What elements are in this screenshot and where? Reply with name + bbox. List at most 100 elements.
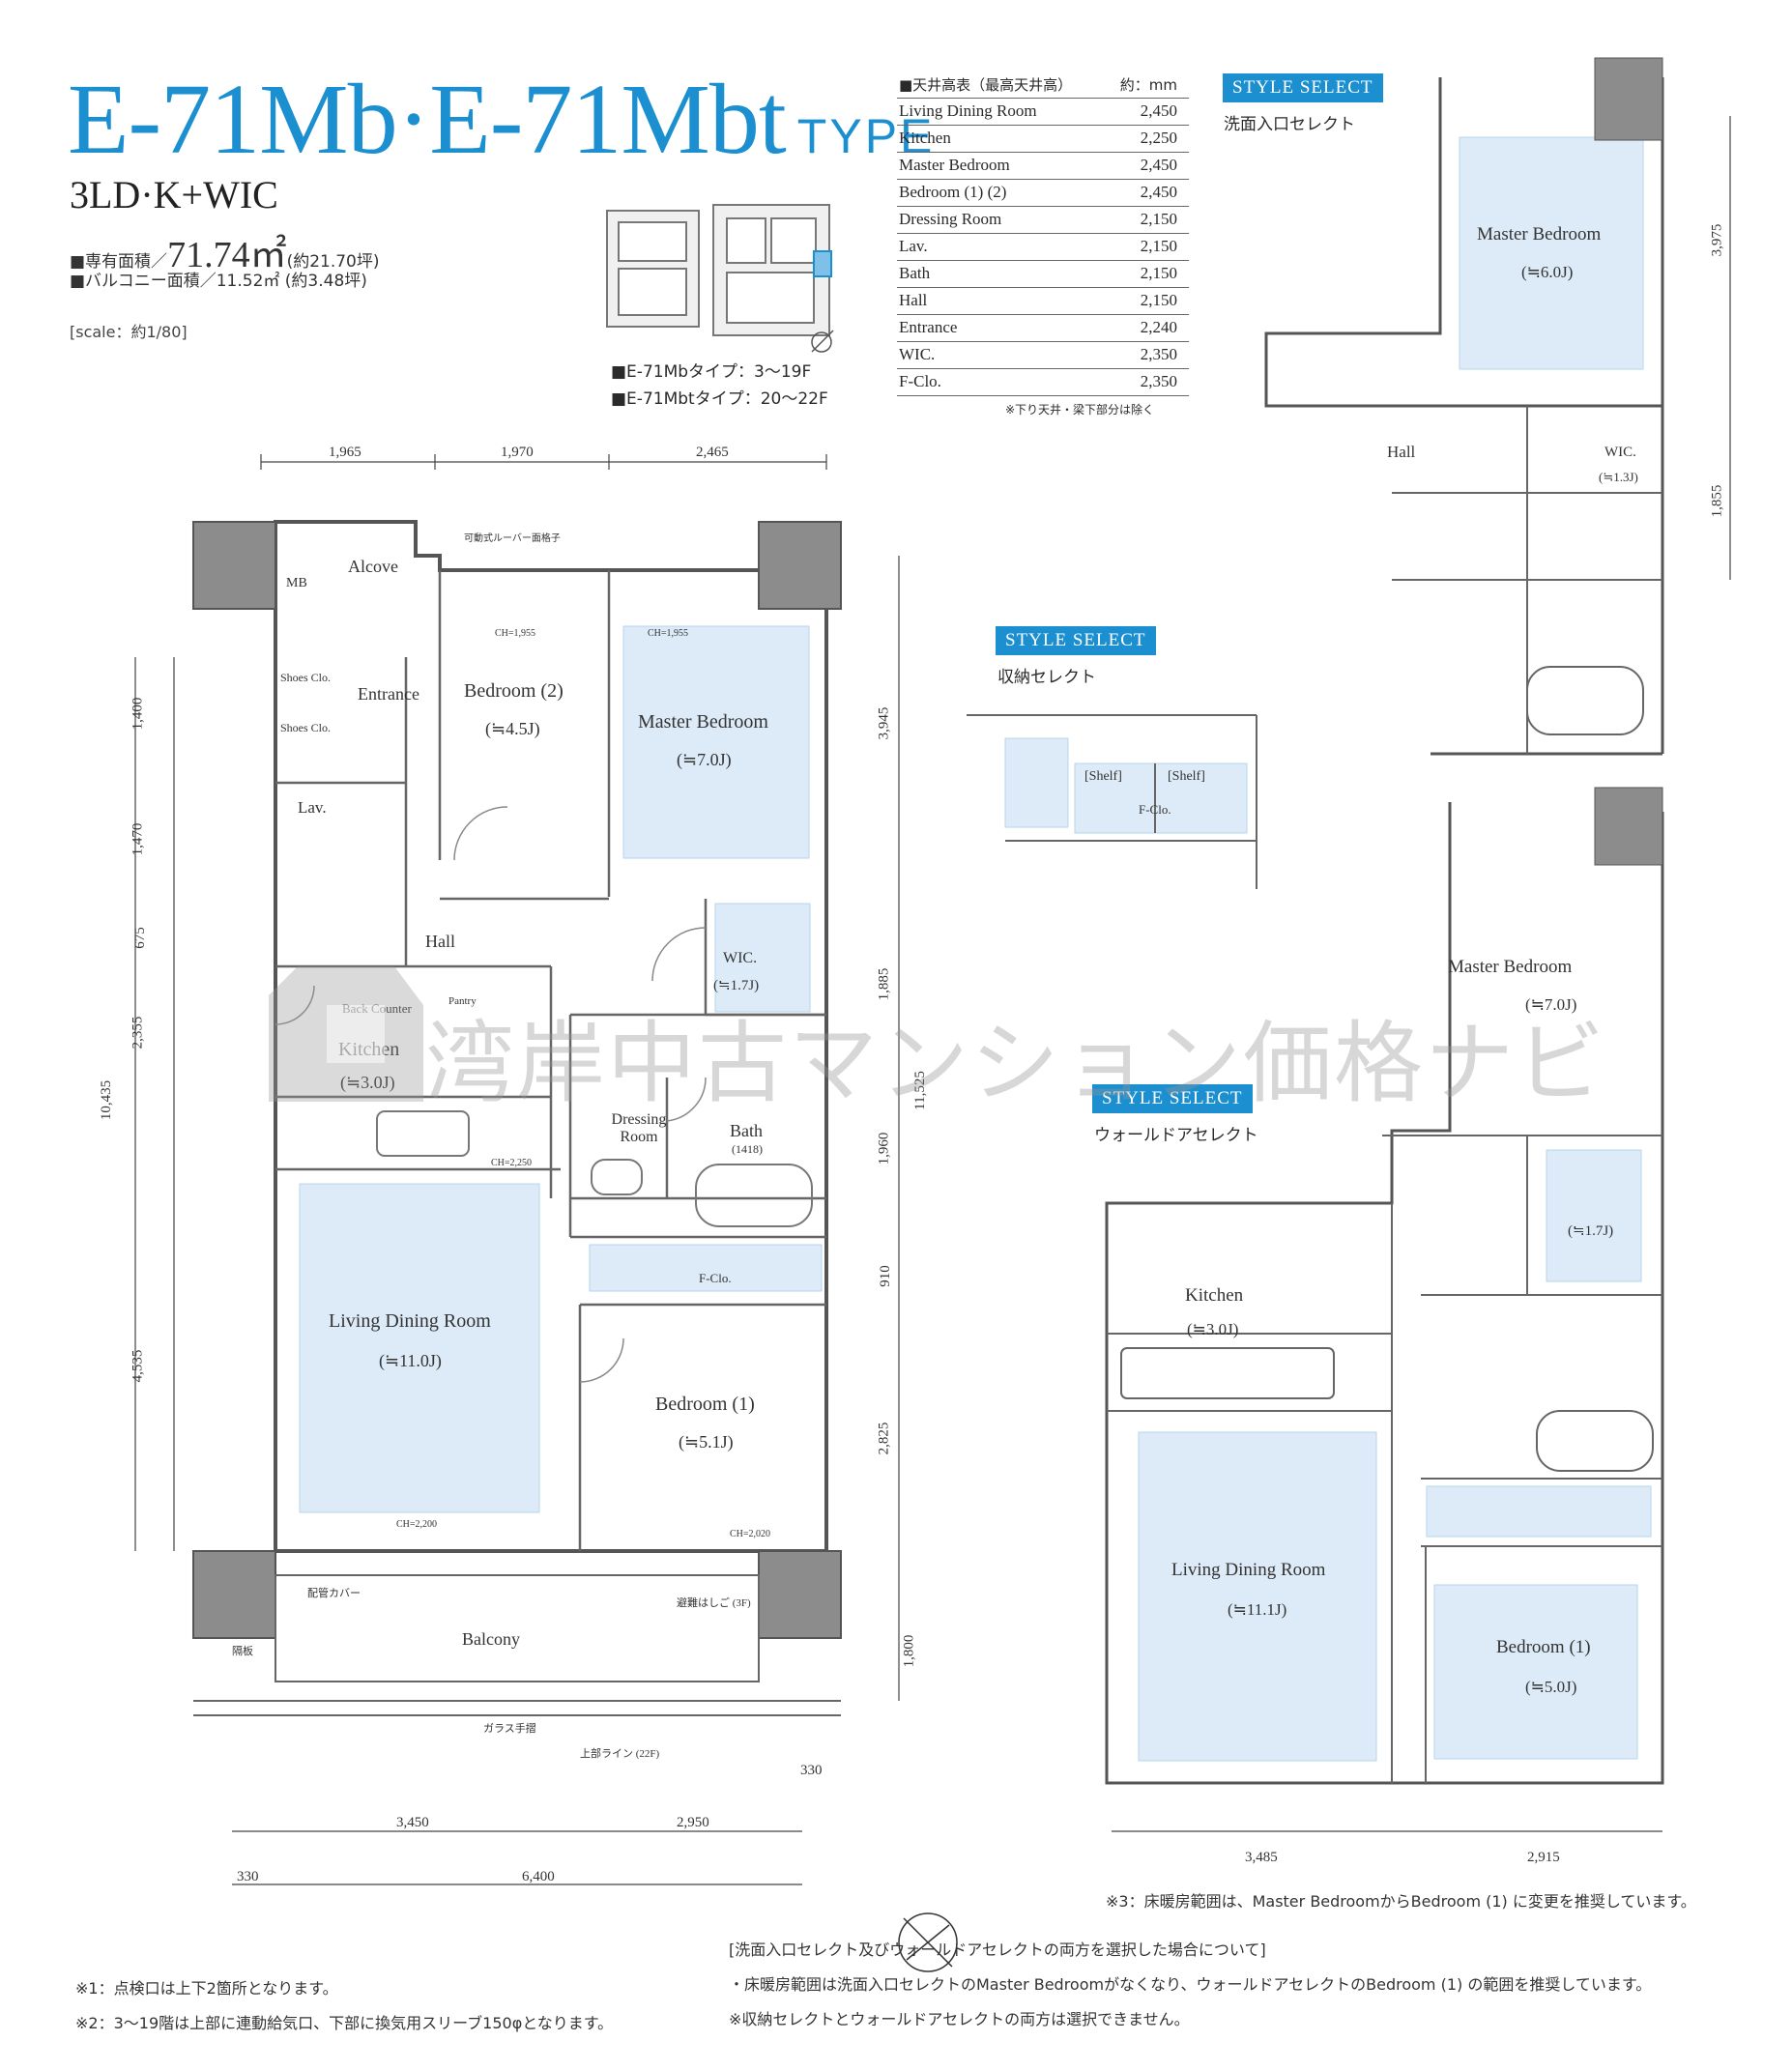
louver-label: 可動式ルーバー面格子	[464, 533, 561, 544]
room-lav: Lav.	[298, 798, 327, 817]
ceiling-note: ※下り天井・梁下部分は除く	[1005, 403, 1155, 417]
table-row: Bedroom (1) (2)2,450	[897, 179, 1189, 207]
dim-bottom-side-right: 330	[800, 1763, 823, 1778]
note-combo-2: ※収納セレクトとウォールドアセレクトの両方は選択できません。	[729, 2010, 1190, 2028]
layout-code: 3LD·K+WIC	[70, 173, 278, 216]
storage-shelf-2: [Shelf]	[1168, 769, 1205, 784]
room-shoes-clo-1: Shoes Clo.	[280, 671, 332, 684]
room-kitchen-size: (≒3.0J)	[340, 1073, 395, 1093]
watermark-logo	[269, 966, 423, 1102]
title-code: E-71Mb·E-71Mbt	[68, 64, 787, 175]
key-plan	[606, 204, 834, 353]
room-mb: MB	[286, 576, 307, 590]
storage-shelf-1: [Shelf]	[1084, 769, 1122, 784]
watermark-text: 湾岸中古マンション価格ナビ	[425, 1012, 1607, 1115]
dim-bottom-total: 6,400	[522, 1869, 555, 1884]
dim-top-1: 1,965	[329, 445, 361, 460]
wall-bedroom-1: Bedroom (1)	[1496, 1637, 1591, 1657]
exclusive-area-value: 71.74㎡	[167, 235, 287, 275]
note-combo-1: ・床暖房範囲は洗面入口セレクトのMaster Bedroomがなくなり、ウォール…	[729, 1975, 1652, 1994]
wall-bedroom-1-size: (≒5.0J)	[1525, 1678, 1577, 1696]
upper-line-label: 上部ライン (22F)	[580, 1748, 660, 1760]
ch-label-master: CH=1,955	[648, 628, 689, 639]
wall-living-dining: Living Dining Room	[1171, 1560, 1326, 1580]
note-1: ※1：点検口は上下2箇所となります。	[75, 1979, 338, 1998]
room-bath: Bath	[730, 1121, 763, 1140]
room-entrance: Entrance	[358, 684, 419, 704]
ch-label-bedroom1: CH=2,020	[730, 1529, 771, 1539]
floor-heat-living	[299, 1183, 540, 1513]
table-header: ■天井高表（最高天井高） 約：mm	[897, 72, 1189, 99]
style-select-sub-walldoor: ウォールドアセレクト	[1094, 1126, 1258, 1145]
table-row: Lav.2,150	[897, 233, 1189, 261]
partition-label: 隔板	[232, 1646, 253, 1657]
floor-heat-wic	[714, 903, 811, 1013]
room-pantry: Pantry	[448, 995, 477, 1007]
room-balcony: Balcony	[462, 1629, 520, 1649]
wall-master-size: (≒7.0J)	[1525, 995, 1577, 1014]
type-floors-mbt: ■E-71Mbtタイプ：20～22F	[611, 389, 828, 409]
style-select-badge-walldoor: STYLE SELECT	[1092, 1084, 1253, 1113]
wash-wic: WIC.	[1604, 445, 1636, 460]
wall-dim-2: 2,915	[1527, 1850, 1560, 1865]
room-bedroom-1-size: (≒5.1J)	[679, 1432, 734, 1452]
ch-label-living: CH=2,200	[396, 1519, 438, 1530]
room-master-bedroom-size: (≒7.0J)	[677, 750, 732, 769]
dim-top-2: 1,970	[501, 445, 534, 460]
room-shoes-clo-2: Shoes Clo.	[280, 721, 332, 734]
style-select-sub-washroom: 洗面入口セレクト	[1224, 115, 1355, 134]
column	[192, 1550, 276, 1639]
balcony-area: ■バルコニー面積／11.52㎡ (約3.48坪)	[70, 272, 367, 291]
evac-ladder-label: 避難はしご (3F)	[677, 1597, 751, 1609]
exclusive-area-tsubo: (約21.70坪)	[286, 252, 380, 272]
room-bath-code: (1418)	[732, 1142, 763, 1156]
column	[758, 1550, 842, 1639]
wash-master-size: (≒6.0J)	[1521, 263, 1574, 281]
room-master-bedroom: Master Bedroom	[638, 711, 768, 733]
note-2: ※2：3～19階は上部に連動給気口、下部に換気用スリーブ150φとなります。	[75, 2014, 614, 2032]
pipe-cover-label: 配管カバー	[307, 1588, 361, 1599]
wash-wic-size: (≒1.3J)	[1599, 470, 1638, 484]
room-hall: Hall	[425, 932, 455, 951]
room-bedroom-1: Bedroom (1)	[655, 1394, 755, 1415]
room-living-dining: Living Dining Room	[329, 1310, 491, 1332]
floor-heat-master	[622, 625, 810, 859]
table-row: WIC.2,350	[897, 341, 1189, 369]
room-living-dining-size: (≒11.0J)	[379, 1351, 442, 1370]
room-f-clo: F-Clo.	[699, 1271, 732, 1285]
style-select-badge-washroom: STYLE SELECT	[1223, 73, 1383, 102]
glass-rail-label: ガラス手摺	[483, 1723, 536, 1735]
room-alcove: Alcove	[348, 557, 398, 576]
wall-kitchen: Kitchen	[1185, 1285, 1244, 1306]
wall-master-bedroom: Master Bedroom	[1448, 957, 1573, 977]
dim-bottom-1: 3,450	[396, 1815, 429, 1830]
dim-bottom-side-left: 330	[237, 1869, 259, 1884]
scale-note: [scale：約1/80]	[70, 323, 188, 341]
style-select-sub-storage: 収納セレクト	[997, 668, 1096, 687]
dim-top-3: 2,465	[696, 445, 729, 460]
wash-master-bedroom: Master Bedroom	[1477, 224, 1602, 244]
wall-dim-1: 3,485	[1245, 1850, 1278, 1865]
column	[192, 521, 276, 610]
wash-hall: Hall	[1387, 443, 1416, 461]
dim-bottom-2: 2,950	[677, 1815, 709, 1830]
table-row: F-Clo.2,350	[897, 368, 1189, 396]
ch-label-bedroom2: CH=1,955	[495, 628, 536, 639]
room-wic: WIC.	[723, 950, 758, 966]
wall-wic-size: (≒1.7J)	[1568, 1223, 1614, 1239]
wall-kitchen-size: (≒3.0J)	[1187, 1320, 1239, 1338]
room-dressing: Dressing Room	[611, 1111, 667, 1145]
note-3: ※3：床暖房範囲は、Master BedroomからBedroom (1) に変…	[1106, 1892, 1696, 1911]
